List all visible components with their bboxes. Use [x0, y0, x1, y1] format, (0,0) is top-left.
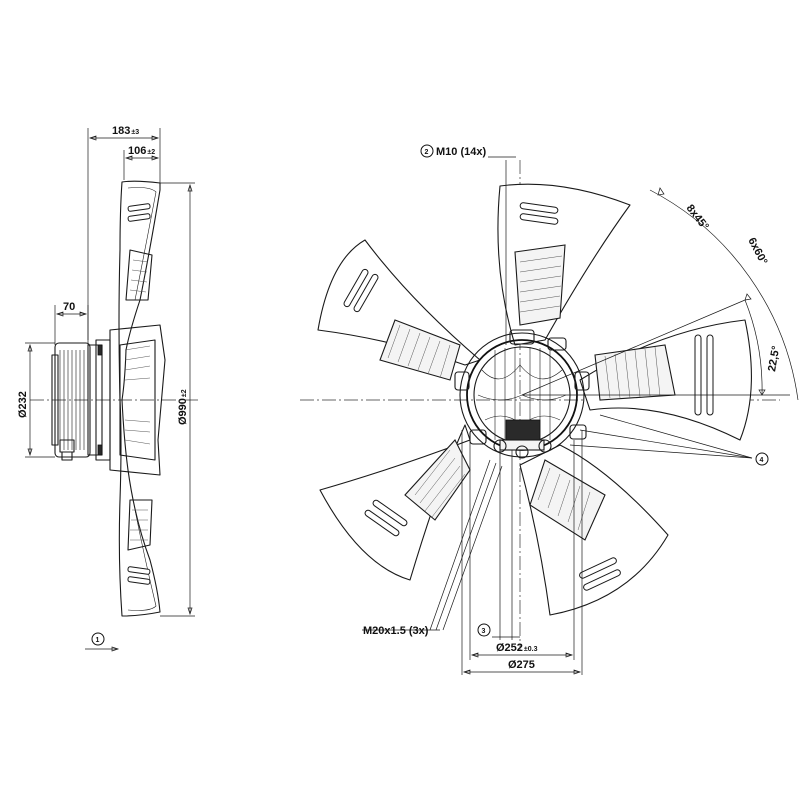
- label-m20: M20x1.5 (3x): [363, 625, 429, 637]
- dim-blade-depth: 106±2: [128, 145, 155, 157]
- label-m10: M10 (14x): [436, 146, 486, 158]
- callout-4: 4: [755, 452, 769, 466]
- callout-3: 3: [477, 623, 491, 637]
- motor-fins: [59, 350, 85, 450]
- svg-text:1: 1: [96, 637, 100, 644]
- support-struts: [379, 244, 676, 541]
- angle-6x60: 6x60°: [745, 236, 769, 267]
- dim-motor-diameter: Ø232: [17, 391, 29, 418]
- angle-22-5: 22,5°: [766, 345, 782, 373]
- svg-text:3: 3: [482, 628, 486, 635]
- dim-bolt-circle-252: Ø252±0.3: [496, 642, 538, 654]
- dim-fan-diameter: Ø990±2: [177, 389, 189, 425]
- callout-2: 2 M10 (14x): [420, 144, 486, 158]
- front-view: [300, 156, 799, 675]
- dim-motor-length: 70: [63, 301, 75, 313]
- hub: [454, 329, 590, 459]
- dim-overall-depth: 183±3: [112, 125, 139, 137]
- svg-text:4: 4: [760, 457, 764, 464]
- angle-8x45: 8x45°: [684, 202, 711, 232]
- callout-1: 1: [96, 637, 100, 644]
- dim-bolt-circle-275: Ø275: [508, 659, 535, 671]
- svg-text:2: 2: [425, 149, 429, 156]
- side-view: [25, 128, 200, 652]
